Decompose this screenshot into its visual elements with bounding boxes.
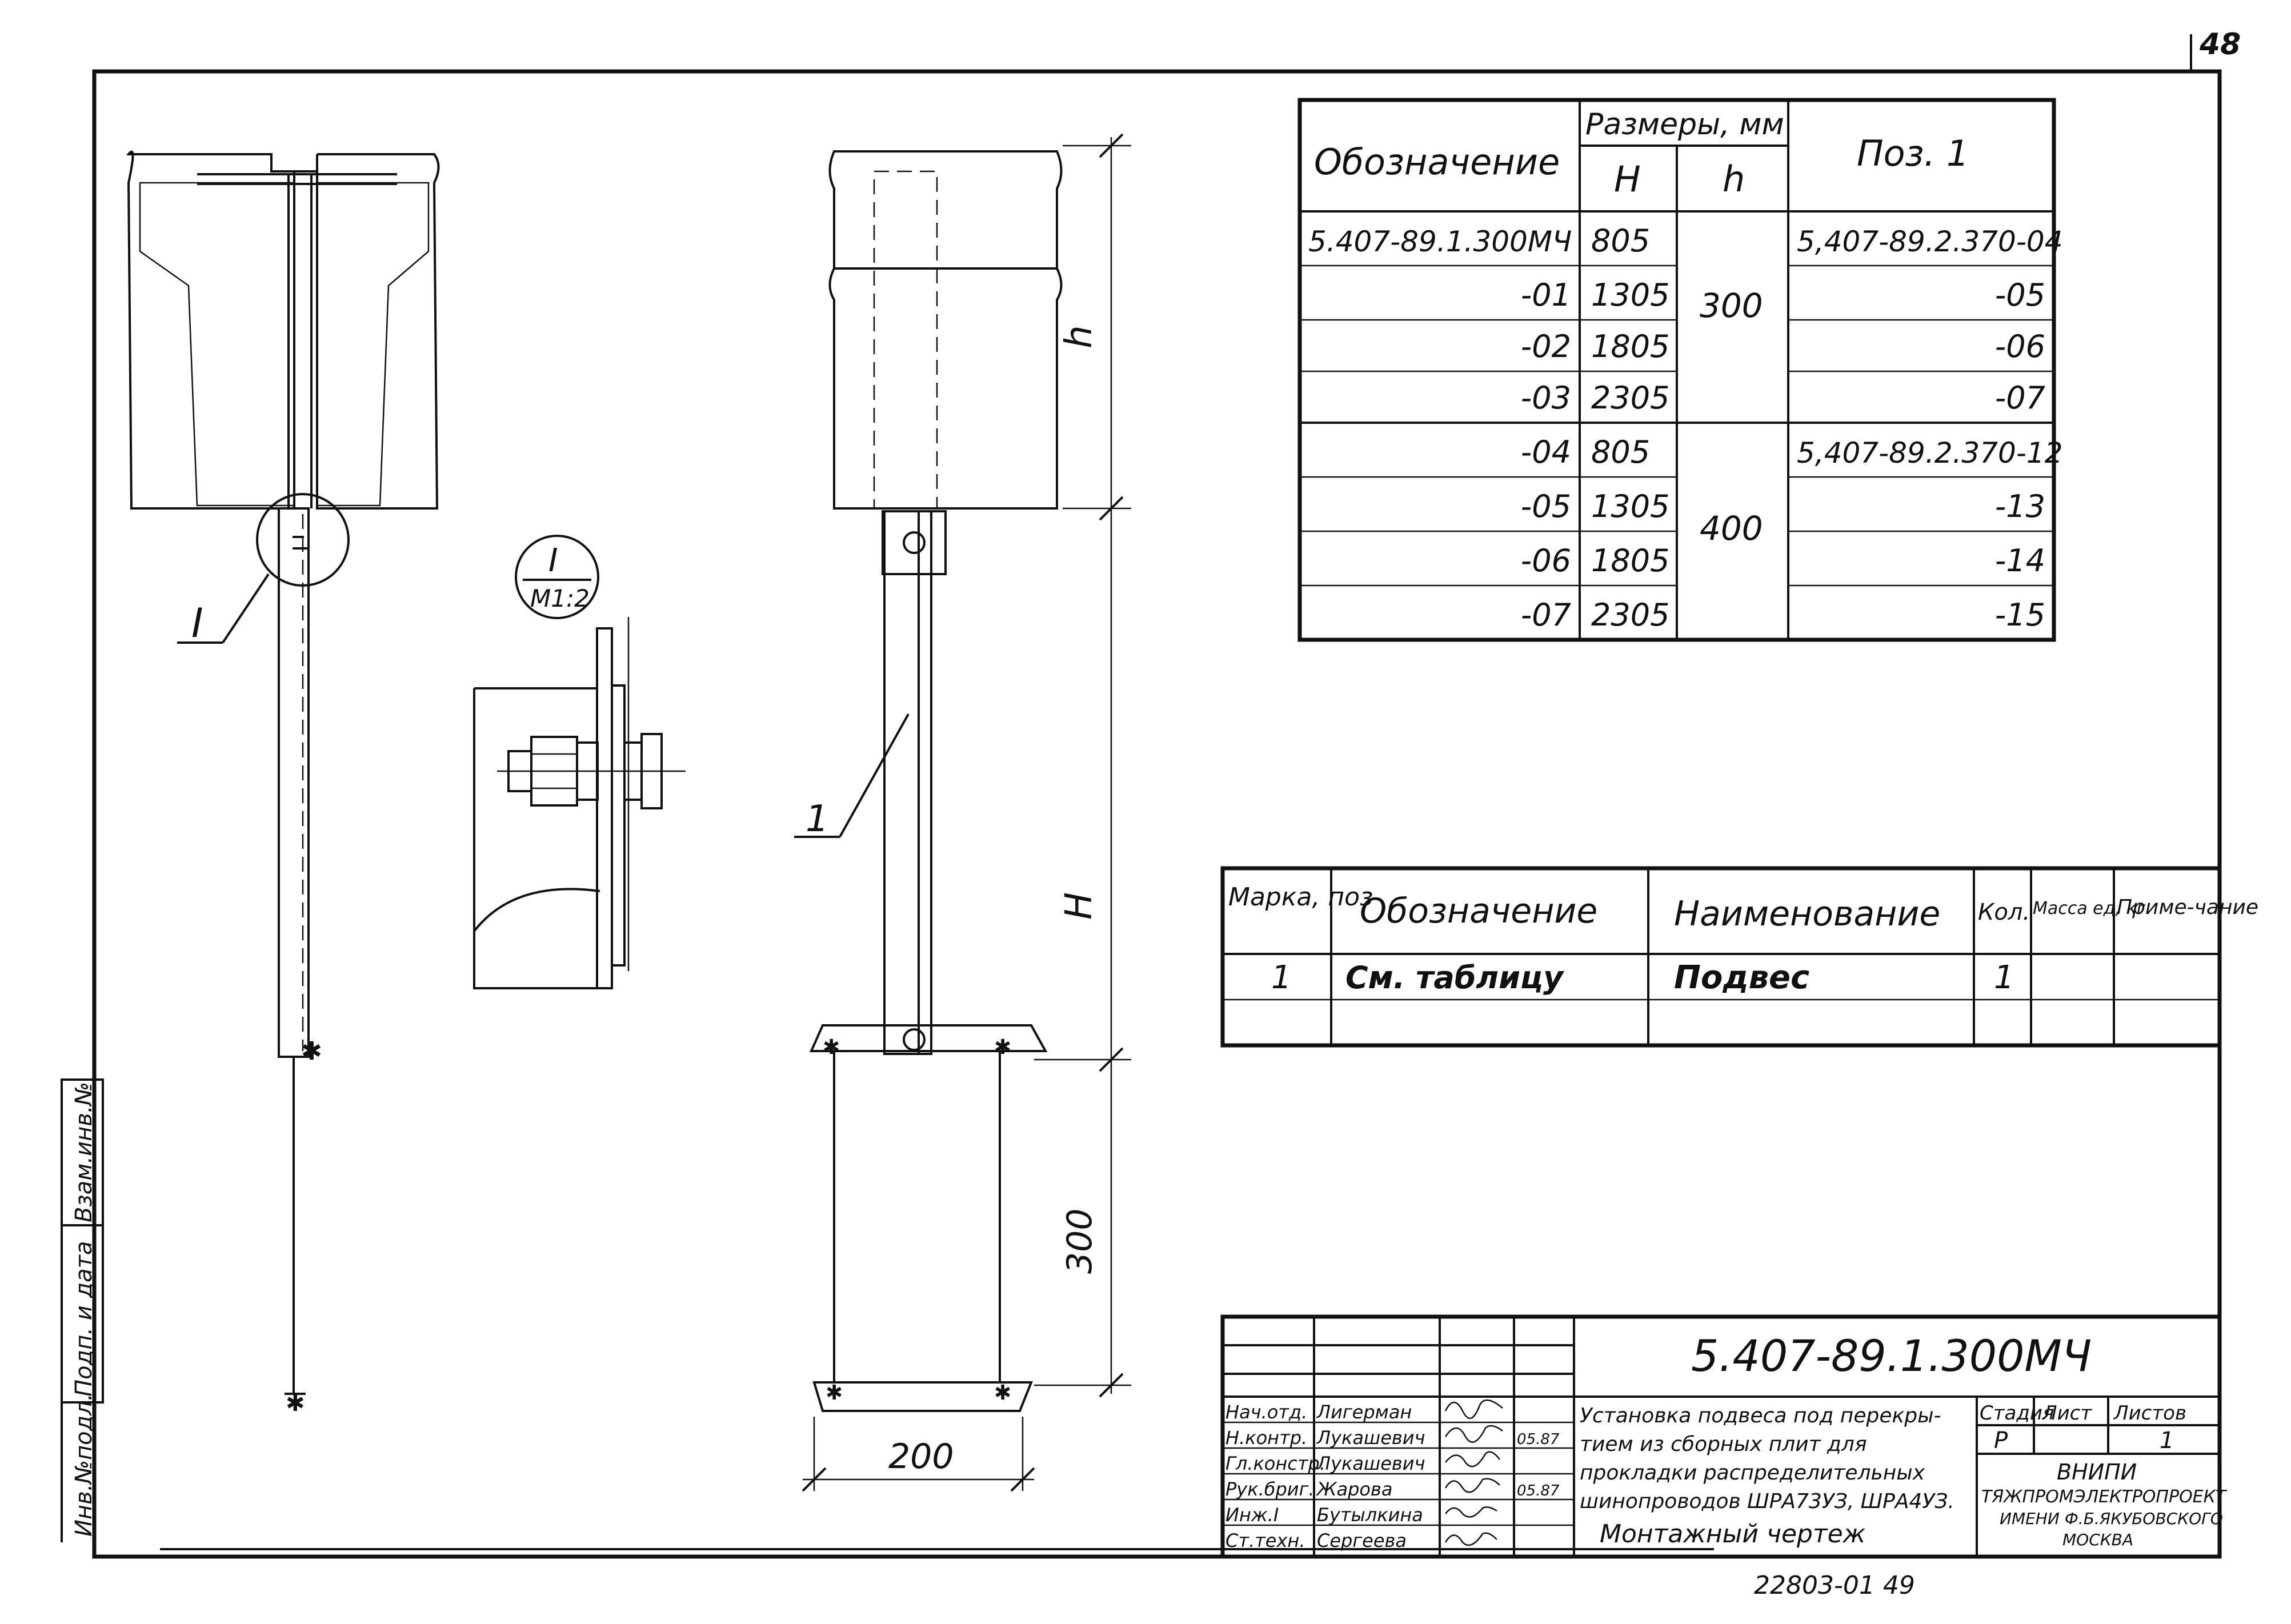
spec-header-mass: Масса ед, кг xyxy=(2033,899,2146,919)
person-3-role: Рук.бриг. xyxy=(1225,1478,1315,1500)
left-view-slab-section: I ✱ ✱ xyxy=(126,150,440,1417)
bracket-mark-bl: ✱ xyxy=(826,1381,843,1405)
bracket-mark-right: ✱ xyxy=(994,1036,1011,1059)
dims-row-2-designation: -02 xyxy=(1521,328,1571,364)
dims-row-3-H: 2305 xyxy=(1591,380,1669,416)
spec-header-qty: Кол. xyxy=(1978,899,2030,925)
spec-row-0-designation: См. таблицу xyxy=(1345,960,1565,996)
spec-row-0-mark: 1 xyxy=(1271,959,1292,996)
stage-value: Р xyxy=(1994,1427,2008,1454)
dim-300: 300 xyxy=(1060,1208,1100,1274)
person-4-name: Бутылкина xyxy=(1317,1504,1423,1526)
doc-code: 5.407-89.1.300МЧ xyxy=(1691,1330,2092,1381)
spec-header-name: Наименование xyxy=(1674,894,1940,934)
dims-col-h: h xyxy=(1723,158,1745,200)
spec-header-note: Приме-чание xyxy=(2117,896,2258,919)
person-4-role: Инж.I xyxy=(1225,1504,1279,1526)
spec-row-0-qty: 1 xyxy=(1994,959,2014,996)
dims-row-3-pos: -07 xyxy=(1995,380,2045,416)
rod-end-mark: ✱ xyxy=(286,1390,305,1417)
dim-h: h xyxy=(1058,325,1100,348)
side-label-inv: Инв.№подл. xyxy=(71,1393,97,1537)
bottom-code: 22803-01 49 xyxy=(1754,1571,1915,1600)
signatures xyxy=(1444,1400,1503,1546)
detail-I: I М1:2 xyxy=(473,535,686,989)
title-line-3: шинопроводов ШРА73УЗ, ШРА4УЗ. xyxy=(1580,1490,1954,1513)
dims-row-1-pos: -05 xyxy=(1995,277,2045,313)
dims-row-5-h: 400 xyxy=(1700,509,1763,548)
dims-col-pos: Поз. 1 xyxy=(1857,133,1969,174)
dims-row-3-designation: -03 xyxy=(1521,380,1571,416)
dims-row-7-H: 2305 xyxy=(1591,597,1669,633)
title-line-1: тием из сборных плит для xyxy=(1580,1433,1867,1456)
rod-nut-mark: ✱ xyxy=(301,1037,322,1066)
org-line-3: ИМЕНИ Ф.Б.ЯКУБОВСКОГО xyxy=(2000,1509,2223,1528)
person-5-name: Сергеева xyxy=(1317,1530,1407,1551)
dims-col-sizes: Размеры, мм xyxy=(1585,107,1784,142)
dims-row-1-designation: -01 xyxy=(1521,277,1571,313)
spec-row-0-name: Подвес xyxy=(1674,959,1809,996)
side-label-sign: Подп. и дата xyxy=(71,1241,97,1397)
person-3-date: 05.87 xyxy=(1517,1482,1560,1499)
dim-H: H xyxy=(1058,892,1100,920)
side-label-replace: Взам.инв.№ xyxy=(71,1082,97,1222)
person-1-name: Лукашевич xyxy=(1316,1427,1425,1449)
position-label-1: 1 xyxy=(806,798,829,840)
dims-row-0-pos: 5,407-89.2.370-04 xyxy=(1797,225,2063,258)
side-stamps: Взам.инв.№ Подп. и дата Инв.№подл. xyxy=(61,1078,104,1542)
dims-row-2-pos: -06 xyxy=(1995,328,2045,364)
person-2-name: Лукашевич xyxy=(1316,1453,1425,1474)
dims-row-6-pos: -14 xyxy=(1995,543,2045,579)
dims-row-2-H: 1805 xyxy=(1591,328,1669,364)
detail-label: I xyxy=(548,542,558,579)
person-3-name: Жарова xyxy=(1316,1478,1392,1500)
person-1-date: 05.87 xyxy=(1517,1431,1560,1448)
spec-header-designation: Обозначение xyxy=(1360,891,1597,931)
person-5-role: Ст.техн. xyxy=(1225,1530,1305,1551)
sheet-border xyxy=(92,34,2222,1559)
person-1-role: Н.контр. xyxy=(1225,1427,1307,1449)
person-0-role: Нач.отд. xyxy=(1225,1401,1307,1423)
org-line-1: ВНИПИ xyxy=(2057,1459,2137,1485)
dims-row-0-H: 805 xyxy=(1591,223,1650,259)
dims-row-4-H: 805 xyxy=(1591,434,1650,470)
page-number: 48 xyxy=(2199,27,2241,62)
dims-row-6-H: 1805 xyxy=(1591,543,1669,579)
dims-row-0-designation: 5.407-89.1.300МЧ xyxy=(1308,225,1572,258)
dims-row-4-designation: -04 xyxy=(1521,434,1571,470)
title-line-2: прокладки распределительных xyxy=(1580,1461,1925,1485)
org-line-2: ТЯЖПРОМЭЛЕКТРОПРОЕКТ xyxy=(1981,1487,2228,1507)
sheet-header: Лист xyxy=(2041,1402,2092,1425)
spec-header-mark: Марка, поз xyxy=(1228,883,1373,912)
dims-row-4-pos: 5,407-89.2.370-12 xyxy=(1797,436,2063,470)
sheets-header: Листов xyxy=(2113,1402,2186,1425)
dims-row-5-H: 1305 xyxy=(1591,488,1669,524)
callout-label-I: I xyxy=(191,600,203,647)
dims-col-H: H xyxy=(1614,158,1641,200)
dims-row-1-h: 300 xyxy=(1700,286,1763,325)
person-0-name: Лигерман xyxy=(1316,1401,1412,1423)
drawing-type: Монтажный чертеж xyxy=(1600,1519,1866,1549)
dims-row-7-pos: -15 xyxy=(1995,597,2045,633)
dims-col-designation: Обозначение xyxy=(1314,141,1560,183)
dims-row-5-designation: -05 xyxy=(1521,488,1571,524)
dims-row-5-pos: -13 xyxy=(1995,488,2045,524)
org-line-4: МОСКВА xyxy=(2062,1530,2133,1549)
middle-view: 1 ✱ ✱ ✱ ✱ h H 300 200 xyxy=(794,133,1131,1492)
dim-200: 200 xyxy=(888,1437,954,1477)
dims-row-7-designation: -07 xyxy=(1521,597,1571,633)
dims-row-1-H: 1305 xyxy=(1591,277,1669,313)
title-line-0: Установка подвеса под перекры- xyxy=(1580,1404,1941,1427)
title-block: 5.407-89.1.300МЧ Нач.отд. Лигерман Н.кон… xyxy=(1220,1314,2228,1559)
stage-header: Стадия xyxy=(1980,1402,2054,1425)
bracket-mark-left: ✱ xyxy=(823,1036,840,1059)
dims-row-6-designation: -06 xyxy=(1521,543,1571,579)
person-2-role: Гл.констр. xyxy=(1225,1453,1325,1474)
bracket-mark-br: ✱ xyxy=(994,1381,1011,1405)
sheets-value: 1 xyxy=(2160,1427,2174,1454)
detail-scale: М1:2 xyxy=(530,584,590,612)
dimensions-table: Обозначение Размеры, мм H h Поз. 1 5.407… xyxy=(1297,98,2063,642)
specification-table: Марка, поз Обозначение Наименование Кол.… xyxy=(1220,866,2258,1048)
